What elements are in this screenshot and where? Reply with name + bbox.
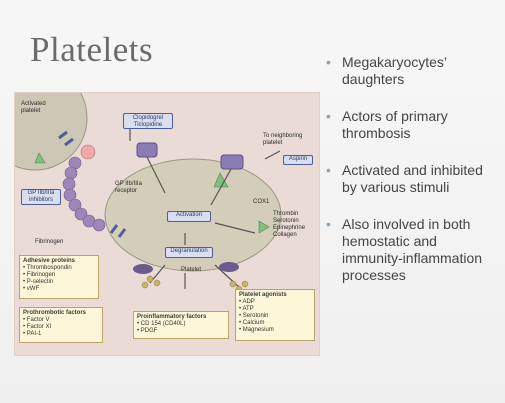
bullet-item: •Also involved in both hemostatic and im… [326,216,483,283]
label-degranulation: Degranulation [165,247,213,258]
bullet-item: •Activated and inhibited by various stim… [326,162,483,195]
label-agonists: Thrombin Serotonin Epinephrine Collagen [273,211,306,238]
list-item: • Thrombospondin [23,265,72,271]
list-item: • Factor XI [23,324,52,330]
label-gp-receptor: GP IIb/IIIa receptor [115,181,142,194]
platelet-diagram: Activated platelet Clopidogrel Ticlopidi… [14,92,320,356]
proinflammatory-factors-box: Proinflammatory factors • CD 154 (CD40L)… [133,311,229,339]
label-to-neighboring-platelet: To neighboring platelet [263,133,303,146]
bullet-dot-icon: • [326,162,331,178]
fibrinogen-chain [62,156,106,232]
label-activation: Activation [167,211,211,222]
platelet-agonists-box: Platelet agonists • ADP • ATP • Serotoni… [235,289,315,341]
list-item: • CD 154 (CD40L) [137,321,186,327]
list-item: • PDGF [137,328,158,334]
activated-platelet-shape [15,93,88,171]
adhesive-proteins-box: Adhesive proteins • Thrombospondin • Fib… [19,255,99,299]
label-platelet: Platelet [181,267,202,273]
list-item: • ADP [239,299,255,305]
bullet-item: •Megakaryocytes’ daughters [326,54,447,87]
label-cox1: COX1 [253,199,270,205]
list-item: • P-selectin [23,279,54,285]
label-activated-platelet: Activated platelet [21,101,46,114]
slide-title: Platelets [30,30,154,69]
list-item: • ATP [239,306,254,312]
label-gp-inhibitors: GP IIb/IIIa inhibitors [21,189,61,205]
list-item: • vWF [23,286,40,292]
inhibitor-shapes [34,152,270,234]
list-item: • Fibrinogen [23,272,56,278]
granule-left [133,264,153,274]
label-aspirin: Aspirin [283,155,313,165]
tx-receptor [220,154,244,170]
bullet-dot-icon: • [326,54,331,70]
list-item: • Calcium [239,320,265,326]
list-item: • Factor V [23,317,50,323]
p2y12-receptor [136,142,158,158]
bullet-dot-icon: • [326,216,331,232]
bullet-list: •Megakaryocytes’ daughters •Actors of pr… [318,54,498,304]
list-item: • Magnesium [239,327,274,333]
prothrombotic-factors-box: Prothrombotic factors • Factor V • Facto… [19,307,103,343]
list-item: • PAI-1 [23,331,42,337]
list-item: • Serotonin [239,313,269,319]
bullet-item: •Actors of primary thrombosis [326,108,448,141]
label-clopidogrel: Clopidogrel Ticlopidine [123,113,173,129]
receptors [58,130,127,238]
bullet-dot-icon: • [326,108,331,124]
granule-right [219,262,239,272]
gp-bead [80,144,96,160]
label-fibrinogen: Fibrinogen [35,239,64,245]
granules [141,275,249,293]
